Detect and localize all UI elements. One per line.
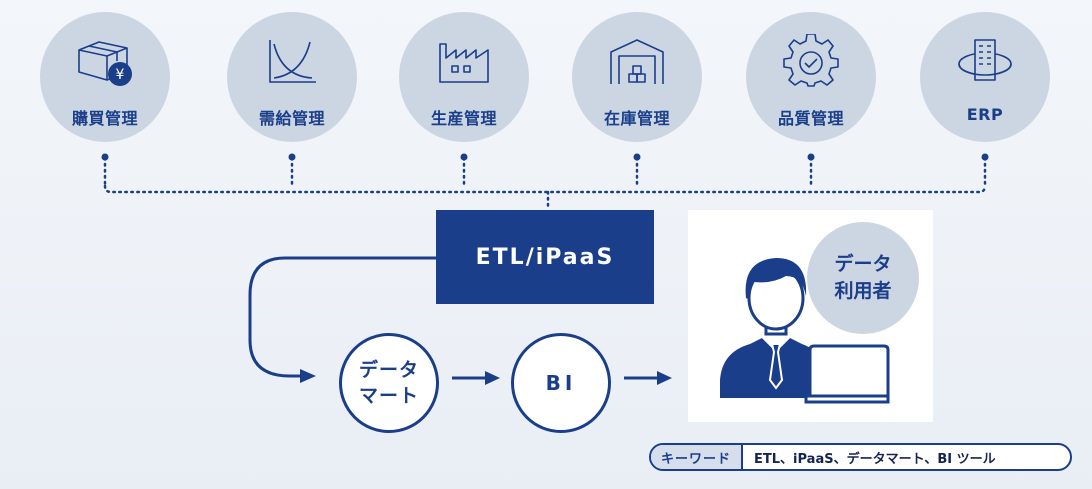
system-node-purchasing: ¥ 購買管理	[40, 12, 170, 142]
system-label: 在庫管理	[603, 109, 670, 128]
system-node-quality: 品質管理	[746, 12, 876, 142]
keyword-bar: キーワード ETL、iPaaS、データマート、BI ツール	[649, 443, 1072, 471]
businessman-laptop-icon	[720, 258, 890, 404]
system-label: ERP	[966, 105, 1004, 124]
etl-label: ETL/iPaaS	[475, 244, 615, 270]
system-node-erp: ERP	[920, 12, 1050, 142]
building-orbit-icon	[958, 39, 1012, 81]
system-node-supply-demand: 需給管理	[227, 12, 357, 142]
warehouse-icon	[610, 39, 664, 84]
box-yen-icon: ¥	[78, 41, 132, 86]
bi-node: BI	[511, 333, 611, 433]
gear-check-icon	[783, 34, 839, 87]
data-mart-label-line2: マート	[358, 385, 419, 407]
etl-ipaas-box: ETL/iPaaS	[436, 210, 654, 304]
system-node-inventory: 在庫管理	[572, 12, 702, 142]
keyword-tag: キーワード	[651, 445, 744, 469]
data-mart-label-line1: データ	[358, 359, 419, 381]
system-label: 品質管理	[777, 109, 844, 128]
keyword-list: ETL、iPaaS、データマート、BI ツール	[754, 451, 996, 467]
svg-text:¥: ¥	[116, 67, 125, 83]
system-label: 生産管理	[430, 109, 497, 128]
supply-demand-chart-icon	[269, 40, 316, 83]
system-node-production: 生産管理	[399, 12, 529, 142]
data-user-badge: データ 利用者	[807, 222, 919, 334]
data-mart-node: データ マート	[339, 333, 439, 433]
factory-icon	[439, 43, 489, 83]
system-label: 需給管理	[258, 109, 325, 128]
system-label: 購買管理	[71, 109, 138, 128]
bi-label: BI	[545, 371, 577, 395]
